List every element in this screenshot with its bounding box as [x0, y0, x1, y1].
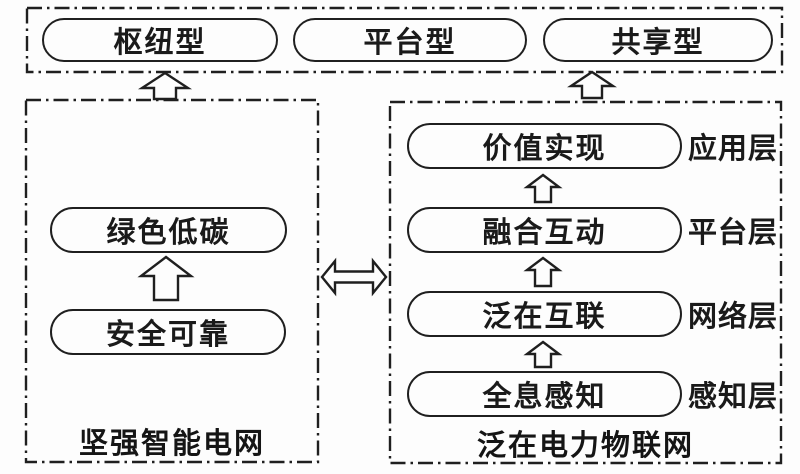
right-panel-title: 泛在电力物联网 [390, 427, 781, 462]
up-arrow-layer-network-to-platform-icon [523, 256, 563, 288]
pill-safe-reliable: 安全可靠 [50, 309, 286, 355]
layer-label-application-text: 应用层 [687, 133, 778, 165]
pill-ubiquitous-interconnection: 泛在互联 [407, 291, 682, 337]
up-arrow-layer-platform-to-app-icon [523, 173, 563, 204]
up-arrow-right-to-band-icon [567, 70, 617, 100]
pill-platform-type: 平台型 [293, 18, 527, 62]
pill-sharing-type-label: 共享型 [611, 27, 705, 59]
pill-fusion-interaction: 融合互动 [407, 207, 682, 253]
layer-label-platform: 平台层 [686, 207, 780, 253]
left-panel-title: 坚强智能电网 [26, 425, 318, 460]
pill-green-low-carbon: 绿色低碳 [50, 207, 287, 253]
layer-label-application: 应用层 [686, 123, 780, 169]
layer-label-network-text: 网络层 [687, 301, 778, 333]
up-arrow-left-panel-icon [137, 255, 195, 302]
right-panel-border [388, 100, 783, 465]
pill-hub-type-label: 枢纽型 [113, 27, 207, 59]
pill-holographic-perception-label: 全息感知 [482, 381, 607, 413]
pill-hub-type: 枢纽型 [42, 18, 278, 62]
pill-value-realization: 价值实现 [407, 123, 682, 169]
pill-holographic-perception: 全息感知 [407, 371, 682, 417]
pill-green-low-carbon-label: 绿色低碳 [106, 217, 231, 249]
top-band-border [25, 6, 784, 74]
right-panel-title-text: 泛在电力物联网 [476, 430, 694, 462]
left-panel-title-text: 坚强智能电网 [78, 428, 265, 460]
pill-value-realization-label: 价值实现 [482, 133, 607, 165]
pill-sharing-type: 共享型 [543, 18, 773, 62]
double-arrow-icon [320, 257, 388, 297]
pill-ubiquitous-interconnection-label: 泛在互联 [482, 301, 607, 333]
up-arrow-layer-sense-to-network-icon [523, 340, 563, 369]
layer-label-perception-text: 感知层 [687, 381, 778, 413]
layer-label-perception: 感知层 [686, 371, 780, 417]
pill-fusion-interaction-label: 融合互动 [482, 217, 607, 249]
pill-safe-reliable-label: 安全可靠 [105, 319, 230, 351]
pill-platform-type-label: 平台型 [363, 27, 457, 59]
layer-label-platform-text: 平台层 [687, 217, 778, 249]
layer-label-network: 网络层 [686, 291, 780, 337]
up-arrow-left-to-band-icon [137, 71, 193, 101]
